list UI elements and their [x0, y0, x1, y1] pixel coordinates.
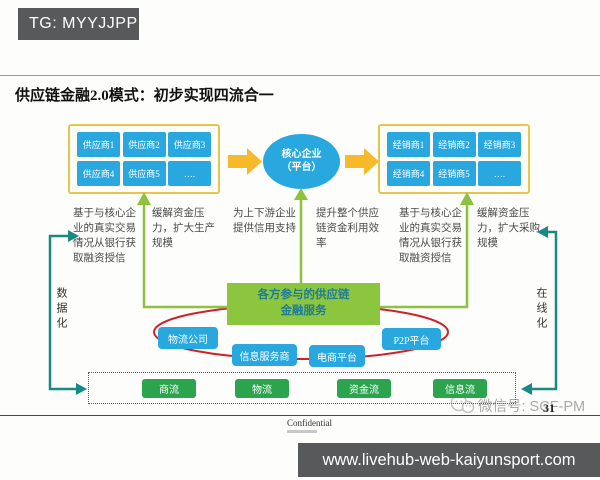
flow-capital: 资金流: [337, 379, 391, 398]
note-bank-credit-left: 基于与核心企业的真实交易情况从银行获取融资授信: [73, 208, 136, 264]
supplier-cell: 供应商3: [168, 132, 211, 157]
core-enterprise-line2: （平台）: [281, 161, 322, 173]
participant-info-service-provider: 信息服务商: [232, 344, 297, 366]
participant-p2p-platform: P2P平台: [382, 328, 441, 350]
supplier-cell: 供应商2: [122, 132, 166, 157]
confidential-label: Confidential: [287, 418, 332, 428]
dealer-cell: ….: [478, 161, 521, 186]
slide-bottom-rule: [0, 415, 600, 416]
participant-ecommerce-platform: 电商平台: [309, 345, 365, 367]
dealer-cell: 经销商3: [478, 132, 521, 157]
wechat-watermark-text: 微信号: SCF-PM: [478, 398, 586, 415]
core-enterprise-line1: 核心企业: [281, 149, 322, 160]
supplier-cell: 供应商5: [122, 161, 166, 186]
supplier-cell: ….: [168, 161, 211, 186]
supplier-cell: 供应商4: [77, 161, 120, 186]
dealer-cell: 经销商2: [432, 132, 476, 157]
core-enterprise-circle: 核心企业 （平台）: [263, 134, 340, 189]
service-hub-line2: 金融服务: [280, 305, 327, 317]
note-ease-pressure-production: 缓解资金压力，扩大生产规模: [152, 208, 215, 249]
dealer-cell: 经销商4: [387, 161, 430, 186]
telegram-banner-text: TG: MYYJJPP: [29, 15, 138, 32]
note-ease-pressure-purchase: 缓解资金压力，扩大采购规模: [477, 208, 540, 249]
dealer-cell: 经销商1: [387, 132, 430, 157]
dealers-group-box: 经销商1 经销商2 经销商3 经销商4 经销商5 ….: [378, 124, 530, 194]
suppliers-group-box: 供应商1 供应商2 供应商3 供应商4 供应商5 ….: [68, 124, 220, 194]
site-url-text: www.livehub-web-kaiyunsport.com: [322, 450, 576, 469]
four-flows-dotted-box: [88, 372, 516, 404]
telegram-banner: TG: MYYJJPP: [18, 8, 139, 40]
flow-commerce: 商流: [142, 379, 196, 398]
note-credit-support: 为上下游企业提供信用支持: [233, 208, 296, 234]
service-hub-box: 各方参与的供应链 金融服务: [227, 283, 380, 325]
note-bank-credit-right: 基于与核心企业的真实交易情况从银行获取融资授信: [399, 208, 462, 264]
flow-logistics: 物流: [235, 379, 289, 398]
page-number: 31: [543, 401, 555, 415]
dealer-cell: 经销商5: [432, 161, 476, 186]
side-label-dataization: 数据化: [55, 287, 67, 332]
slide-title: 供应链金融2.0模式：初步实现四流合一: [15, 88, 274, 104]
participant-logistics-company: 物流公司: [158, 327, 218, 349]
slide-top-rule: [0, 75, 600, 76]
service-hub-line1: 各方参与的供应链: [257, 289, 350, 302]
confidential-underline: [287, 430, 317, 433]
site-url-banner: www.livehub-web-kaiyunsport.com: [298, 443, 600, 477]
side-label-onlineization: 在线化: [535, 287, 547, 332]
yellow-arrow-right-icon: [345, 148, 379, 175]
yellow-arrow-left-icon: [228, 148, 262, 175]
flow-information: 信息流: [433, 379, 487, 398]
supplier-cell: 供应商1: [77, 132, 120, 157]
note-capital-efficiency: 提升整个供应链资金利用效率: [316, 208, 379, 249]
